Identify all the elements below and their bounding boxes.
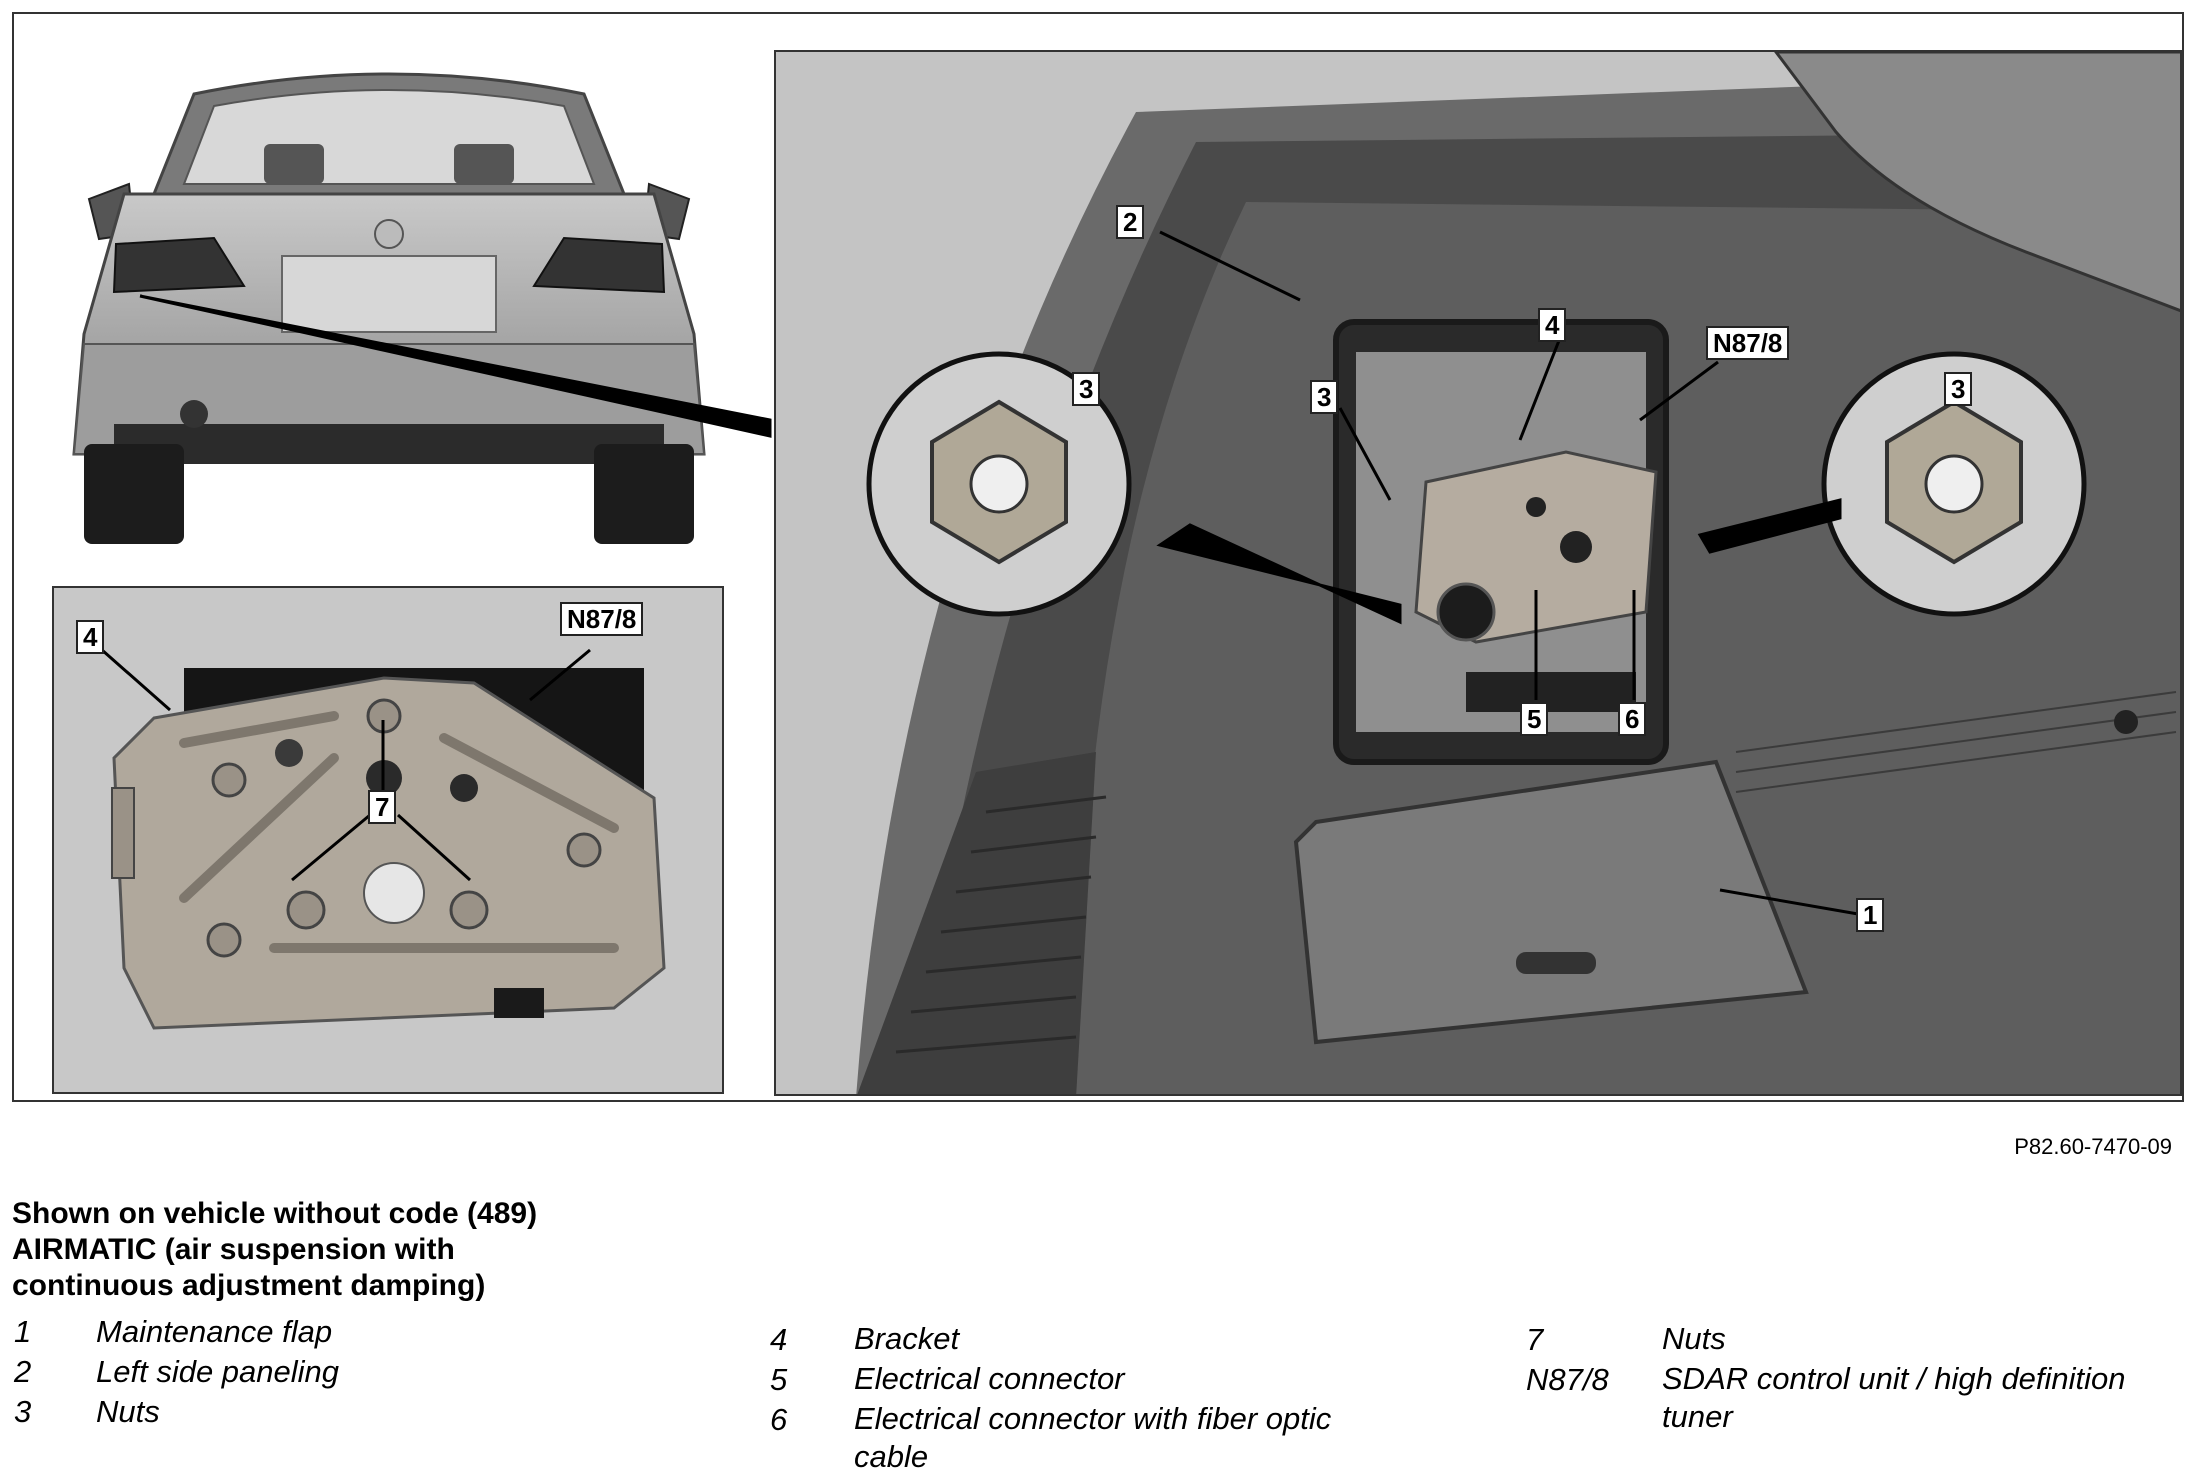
nut-magnifier-right bbox=[1821, 351, 2087, 617]
legend-text: Electrical connector with fiber optic ca… bbox=[854, 1401, 1332, 1474]
callout-5: 5 bbox=[1520, 702, 1549, 736]
caption-line: continuous adjustment damping) bbox=[12, 1269, 486, 1302]
legend-item: 1 Maintenance flap bbox=[14, 1312, 734, 1352]
legend-item: 6 Electrical connector with fiber optic … bbox=[770, 1400, 1390, 1476]
legend-column-2: 4 Bracket 5 Electrical connector 6 Elect… bbox=[770, 1320, 1390, 1476]
callout-3-left-magnifier: 3 bbox=[1072, 372, 1101, 406]
caption-line: Shown on vehicle without code (489) bbox=[12, 1197, 538, 1230]
figure-frame bbox=[12, 12, 2184, 1102]
legend-text: Left side paneling bbox=[96, 1354, 340, 1389]
caption-line: AIRMATIC (air suspension with bbox=[12, 1233, 455, 1266]
callout-n87-8-trunk: N87/8 bbox=[1706, 326, 1790, 360]
legend-text: Nuts bbox=[1662, 1321, 1726, 1356]
legend-text: Nuts bbox=[96, 1394, 160, 1429]
legend-text: Bracket bbox=[854, 1321, 960, 1356]
trunk-interior-view bbox=[774, 50, 2182, 1096]
callout-3-inside: 3 bbox=[1310, 380, 1339, 414]
legend-text: Maintenance flap bbox=[96, 1314, 333, 1349]
car-rear-illustration bbox=[72, 72, 706, 544]
callout-7: 7 bbox=[368, 790, 397, 824]
legend-column-1: 1 Maintenance flap 2 Left side paneling … bbox=[14, 1312, 734, 1432]
legend-item: 2 Left side paneling bbox=[14, 1352, 734, 1392]
legend-key: N87/8 bbox=[1526, 1362, 1609, 1397]
legend-key: 7 bbox=[1526, 1322, 1544, 1357]
callout-2: 2 bbox=[1116, 205, 1145, 239]
callout-4-bracket: 4 bbox=[76, 620, 105, 654]
figure-caption: Shown on vehicle without code (489) AIRM… bbox=[12, 1196, 712, 1304]
bracket-illustration bbox=[111, 668, 666, 1030]
callout-4-trunk: 4 bbox=[1538, 308, 1567, 342]
trunk-illustration bbox=[776, 52, 2180, 1094]
legend-column-3: 7 Nuts N87/8 SDAR control unit / high de… bbox=[1526, 1320, 2166, 1436]
car-rear-view bbox=[54, 34, 724, 564]
legend-item: 3 Nuts bbox=[14, 1392, 734, 1432]
callout-1: 1 bbox=[1856, 898, 1885, 932]
legend-text: SDAR control unit / high definition tune… bbox=[1662, 1361, 2126, 1434]
legend-key: 1 bbox=[14, 1314, 32, 1349]
legend-item: 5 Electrical connector bbox=[770, 1360, 1390, 1400]
legend-key: 2 bbox=[14, 1354, 32, 1389]
legend-item: 7 Nuts bbox=[1526, 1320, 2166, 1360]
callout-6: 6 bbox=[1618, 702, 1647, 736]
bracket-detail-view bbox=[52, 586, 724, 1094]
legend-key: 5 bbox=[770, 1362, 788, 1397]
legend-text: Electrical connector bbox=[854, 1361, 1125, 1396]
callout-3-right-magnifier: 3 bbox=[1944, 372, 1973, 406]
legend-item: 4 Bracket bbox=[770, 1320, 1390, 1360]
figure-id: P82.60-7470-09 bbox=[2014, 1134, 2172, 1159]
legend-key: 3 bbox=[14, 1394, 32, 1429]
maintenance-flap bbox=[1293, 759, 1809, 1045]
legend-key: 4 bbox=[770, 1322, 788, 1357]
legend-key: 6 bbox=[770, 1402, 788, 1437]
nut-magnifier-left bbox=[866, 351, 1132, 617]
callout-n87-8-bracket: N87/8 bbox=[560, 602, 644, 636]
legend-item: N87/8 SDAR control unit / high definitio… bbox=[1526, 1360, 2166, 1436]
